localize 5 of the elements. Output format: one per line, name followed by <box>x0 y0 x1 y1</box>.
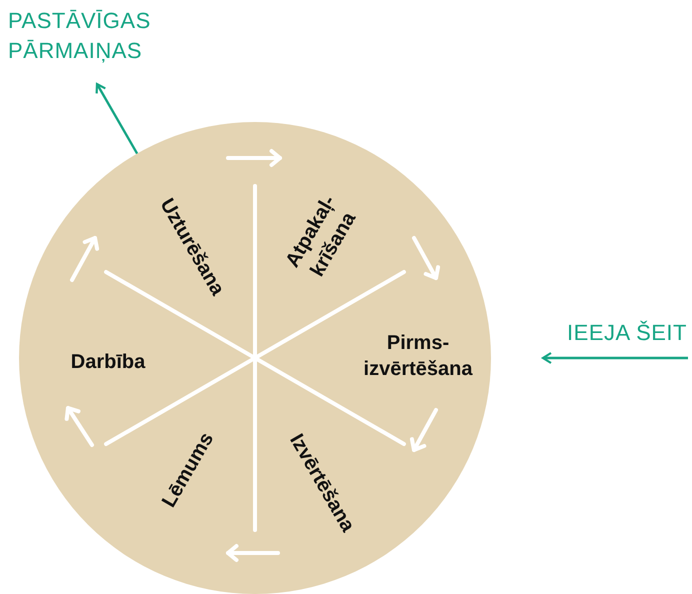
annotation-text: PASTĀVĪGAS PĀRMAIŅAS <box>8 6 183 66</box>
stage-label: Darbība <box>70 350 146 375</box>
stage-label: Pirms- izvērtēšana <box>362 331 474 382</box>
arrow <box>96 82 138 154</box>
arrow <box>542 352 688 364</box>
